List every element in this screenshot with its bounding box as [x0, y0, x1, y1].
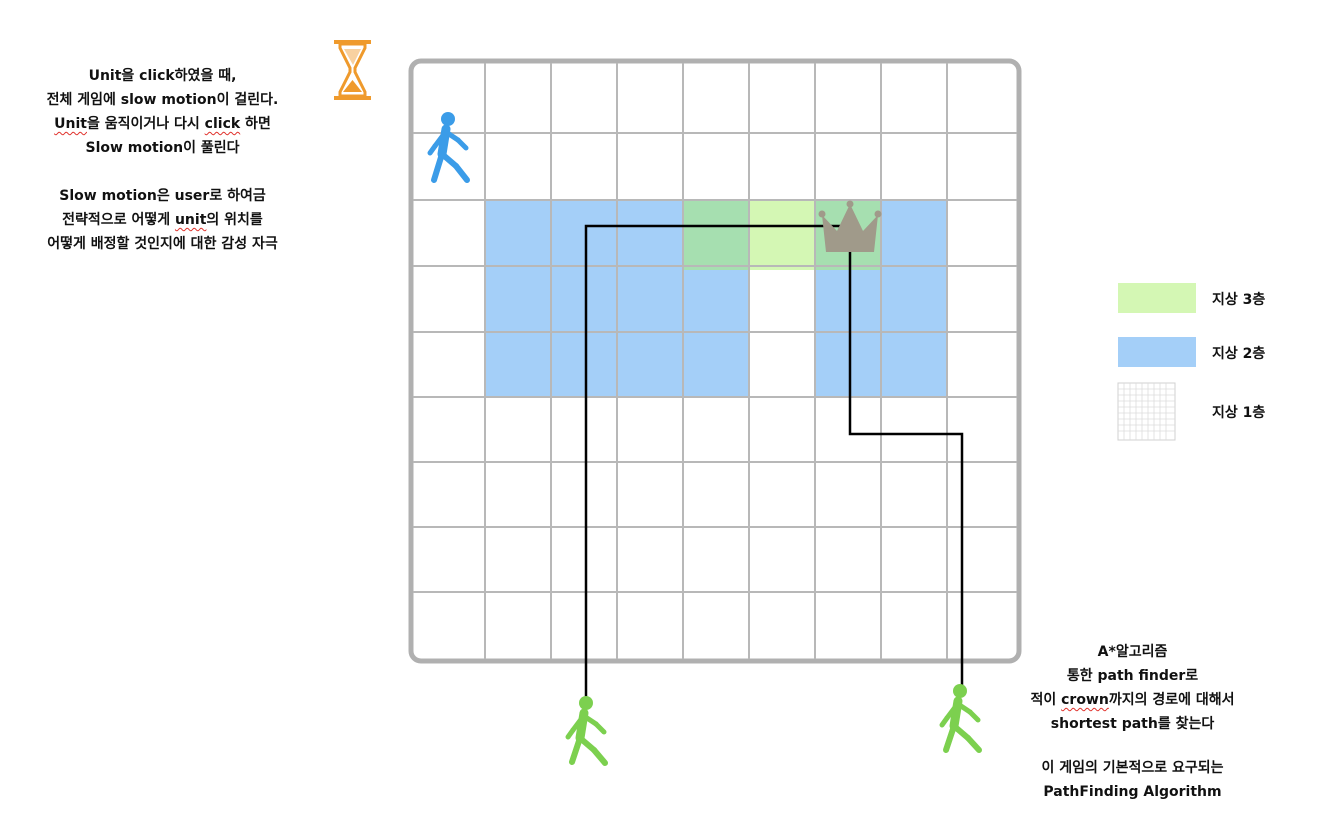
note-line: 전체 게임에 slow motion이 걸린다. — [46, 92, 279, 108]
crown-icon[interactable] — [818, 200, 882, 253]
legend-label-floor3: 지상 3층 — [1212, 292, 1266, 308]
note-text: 하면 — [240, 116, 271, 132]
note-line: 이 게임의 기본적으로 요구되는 — [1041, 760, 1224, 776]
walking-person-icon[interactable] — [565, 696, 608, 766]
note-text: 을 click하였을 때, — [121, 68, 237, 84]
legend-label-floor2: 지상 2층 — [1212, 346, 1266, 362]
note-word: Unit — [54, 116, 87, 132]
note-word: unit — [174, 212, 207, 228]
note-line: 통한 path finder로 — [1066, 668, 1199, 684]
legend-swatch-floor2 — [1118, 337, 1196, 367]
note-word: crown — [1061, 692, 1109, 708]
pathfinding-note: A*알고리즘 통한 path finder로 적이 crown까지의 경로에 대… — [1010, 640, 1255, 804]
path-line-left — [584, 224, 850, 705]
note-word: click — [204, 116, 241, 132]
note-text: 적이 — [1030, 692, 1062, 708]
note-line: shortest path를 찾는다 — [1050, 716, 1215, 732]
slow-motion-note: Unit을 click하였을 때, 전체 게임에 slow motion이 걸린… — [20, 64, 305, 256]
note-line: 어떻게 배정할 것인지에 대한 감성 자극 — [47, 236, 278, 252]
walking-person-icon[interactable] — [427, 112, 470, 183]
note-text: 을 움직이거나 다시 — [87, 116, 205, 132]
note-text: 전략적으로 어떻게 — [62, 212, 175, 228]
path-line-right — [848, 250, 964, 690]
legend-swatch-floor1 — [1117, 382, 1176, 441]
grid-lines — [413, 63, 1017, 659]
note-line: PathFinding Algorithm — [1043, 784, 1222, 800]
note-line: Slow motion이 풀린다 — [85, 140, 240, 156]
note-text: 까지의 경로에 대해서 — [1108, 692, 1235, 708]
legend-label-floor1: 지상 1층 — [1212, 405, 1266, 421]
legend-swatch-floor3 — [1118, 283, 1196, 313]
note-line: A*알고리즘 — [1097, 644, 1168, 660]
walking-person-icon[interactable] — [939, 684, 982, 753]
note-text: 의 위치를 — [206, 212, 263, 228]
note-word: Unit — [88, 68, 122, 84]
note-line: Slow motion은 user로 하여금 — [59, 188, 266, 204]
